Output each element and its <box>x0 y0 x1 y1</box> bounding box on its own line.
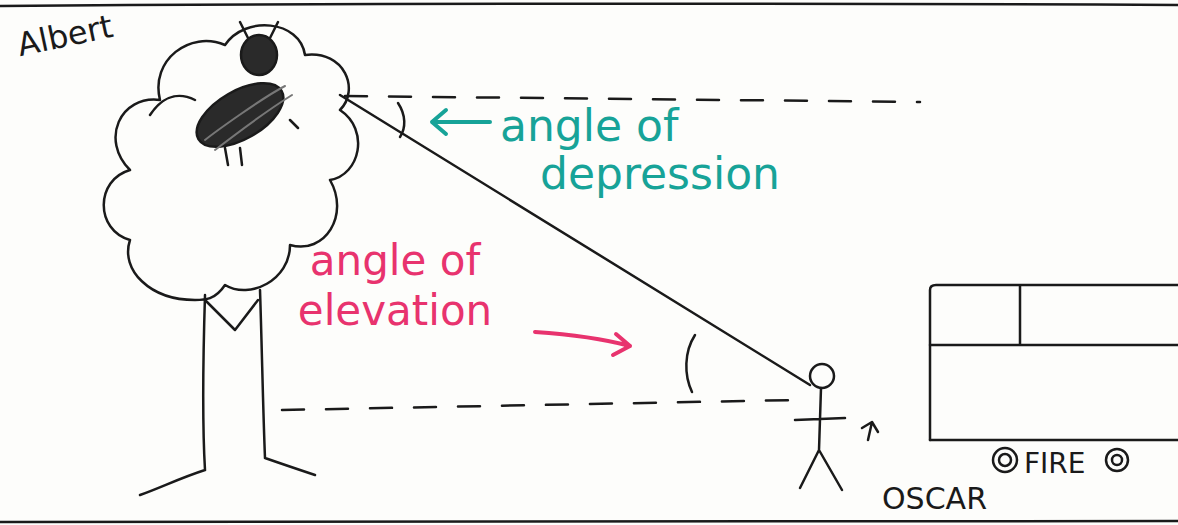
top-border <box>0 4 1178 6</box>
elevation-arc <box>686 335 695 392</box>
oscar-figure <box>795 364 878 490</box>
angle-label: angle of depression <box>500 102 840 199</box>
depression-arc <box>398 103 404 137</box>
tree-branch <box>205 300 258 330</box>
vehicle-label: FIRE <box>1024 448 1134 480</box>
tree-trunk <box>140 290 315 495</box>
character-name: Albert <box>14 0 168 64</box>
fire-truck <box>930 285 1178 472</box>
horizontal-dashed-bottom <box>282 400 795 410</box>
bottom-border <box>0 521 1178 522</box>
depression-arrow <box>432 110 490 134</box>
elevation-arrow <box>535 332 630 355</box>
character-name: OSCAR <box>882 482 1022 517</box>
albert-bird <box>150 22 298 165</box>
angle-label: angle of elevation <box>250 236 540 337</box>
